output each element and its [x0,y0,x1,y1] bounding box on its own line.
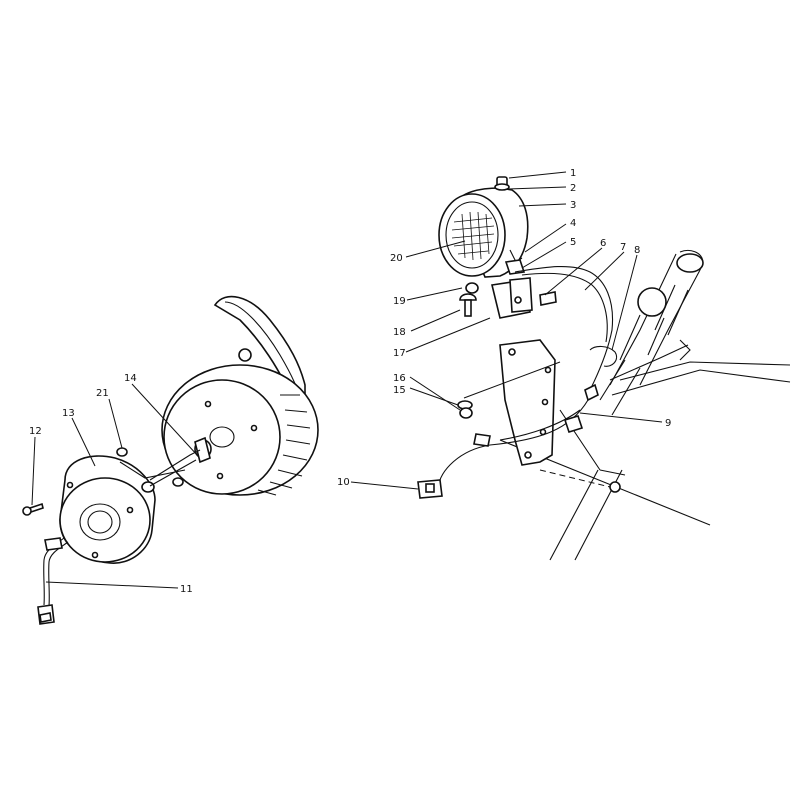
callout-18: 18 [393,327,406,338]
stator-coil [59,447,201,564]
callout-19: 19 [393,296,406,307]
flywheel-housing [161,295,319,496]
callout-10: 10 [337,477,350,488]
callout-labels: 1 2 3 4 5 6 7 8 9 10 11 12 13 14 15 16 1… [29,168,671,595]
wiring-harness [417,266,618,499]
callout-13: 13 [62,408,75,419]
callout-17: 17 [393,348,406,359]
stator-lead-connector [37,537,69,625]
handlebar-frame [499,249,791,561]
leader-lines [31,171,663,589]
callout-8: 8 [634,245,640,256]
callout-12: 12 [29,426,42,437]
callout-4: 4 [570,218,576,229]
callout-21: 21 [96,388,109,399]
callout-9: 9 [665,418,671,429]
headlight-lens-grid [451,211,495,261]
flywheel-fins [257,394,311,496]
callout-15: 15 [393,385,406,396]
callout-11: 11 [180,584,193,595]
ground-screw [22,502,44,516]
callout-5: 5 [570,237,576,248]
headlight-lamp [438,176,529,278]
mounting-plate [499,339,556,466]
lamp-bracket [459,277,557,319]
callout-16: 16 [393,373,406,384]
callout-20: 20 [390,253,403,264]
callout-1: 1 [570,168,576,179]
callout-7: 7 [620,242,626,253]
callout-3: 3 [570,200,576,211]
callout-2: 2 [570,183,576,194]
nut-and-washer [457,400,491,447]
callout-14: 14 [124,373,137,384]
callout-6: 6 [600,238,606,249]
